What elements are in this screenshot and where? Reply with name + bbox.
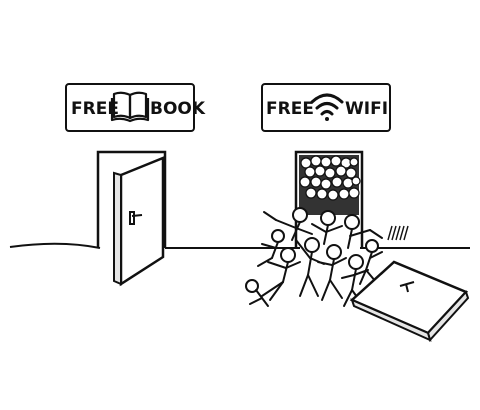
person-icon	[311, 210, 343, 245]
wifi-doorway	[294, 150, 364, 248]
door-handle-icon	[399, 281, 415, 293]
wifi-icon	[310, 93, 344, 121]
free-book-sign: FREE BOOK	[65, 83, 206, 132]
person-icon	[359, 239, 383, 285]
motion-lines	[387, 225, 409, 241]
book-doorway	[96, 150, 167, 287]
ground-line	[9, 242, 470, 249]
door-handle-icon	[129, 211, 143, 225]
free-wifi-sign: FREE WIFI	[261, 83, 391, 132]
person-icon	[257, 229, 285, 267]
person-icon	[295, 237, 325, 297]
person-icon	[344, 214, 383, 249]
open-book-icon	[110, 91, 150, 123]
free-wifi-sign-left-text: FREE	[266, 99, 314, 119]
book-door-panel	[119, 156, 165, 287]
person-icon	[317, 244, 347, 301]
person-icon	[263, 207, 313, 241]
free-wifi-sign-right-text: WIFI	[345, 99, 388, 119]
person-icon	[261, 247, 301, 301]
free-book-sign-right-text: BOOK	[150, 99, 206, 119]
fallen-door	[349, 260, 470, 343]
person-icon	[245, 279, 269, 307]
free-book-sign-left-text: FREE	[71, 99, 119, 119]
